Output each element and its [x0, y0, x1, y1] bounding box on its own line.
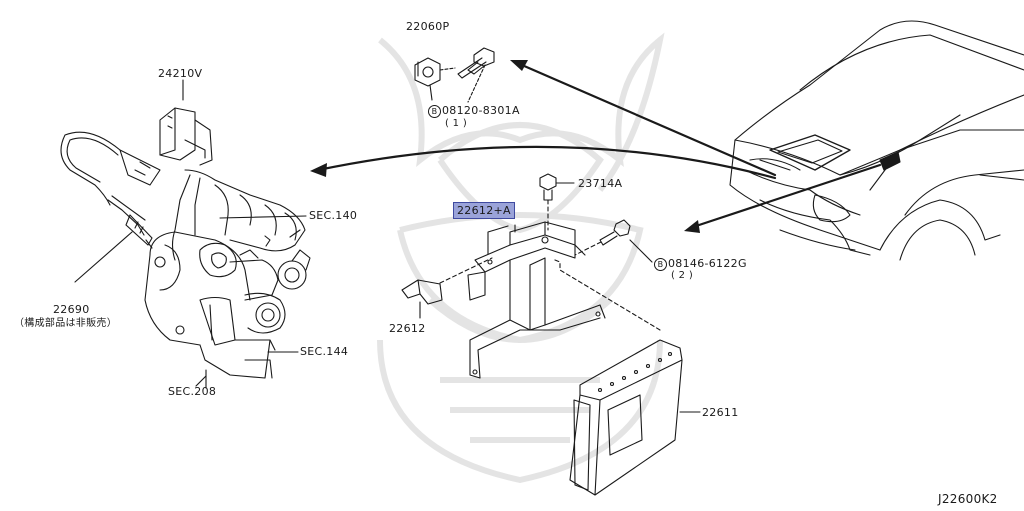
bolt-23714a [539, 173, 575, 231]
section-label-144[interactable]: SEC.144 [300, 345, 349, 358]
vehicle-illustration [729, 20, 1024, 261]
highlighted-part-22612a: 22612+A [453, 202, 515, 219]
part-label-23714a[interactable]: 23714A [578, 177, 623, 190]
diagram-code: J22600K2 [938, 492, 998, 506]
clip-22612 [401, 279, 443, 319]
bracket-24210v [159, 79, 213, 166]
part-label-24210v[interactable]: 24210V [158, 67, 203, 80]
bolt-08146 [574, 219, 653, 263]
arrow-heads [310, 60, 700, 233]
leader-lines [195, 224, 516, 387]
part-label-22612[interactable]: 22612 [389, 322, 426, 335]
bolt-number-08146: 08146-6122G [668, 257, 747, 270]
section-label-208[interactable]: SEC.208 [168, 385, 217, 398]
bolt-b-icon: B [654, 258, 667, 271]
oxygen-sensor-22690 [60, 131, 161, 283]
bolt-qty-08146: ( 2 ) [671, 270, 694, 281]
exhaust-manifold-assembly [144, 169, 311, 389]
section-label-140[interactable]: SEC.140 [309, 209, 358, 222]
part-label-22611[interactable]: 22611 [702, 406, 739, 419]
engine-control-module-22611 [569, 339, 701, 496]
bolt-number-08120: 08120-8301A [442, 104, 520, 117]
bracket-22612a [439, 221, 661, 379]
part-note-22690: （構成部品は非販売） [14, 318, 117, 329]
part-label-22060p[interactable]: 22060P [406, 20, 450, 33]
location-arrows [316, 60, 882, 230]
part-label-22612a[interactable]: 22612+A [453, 202, 515, 219]
knock-sensor-22060p [414, 47, 495, 103]
bolt-qty-08120: ( 1 ) [445, 118, 468, 129]
part-label-22690[interactable]: 22690 [53, 303, 90, 316]
bolt-b-icon: B [428, 105, 441, 118]
